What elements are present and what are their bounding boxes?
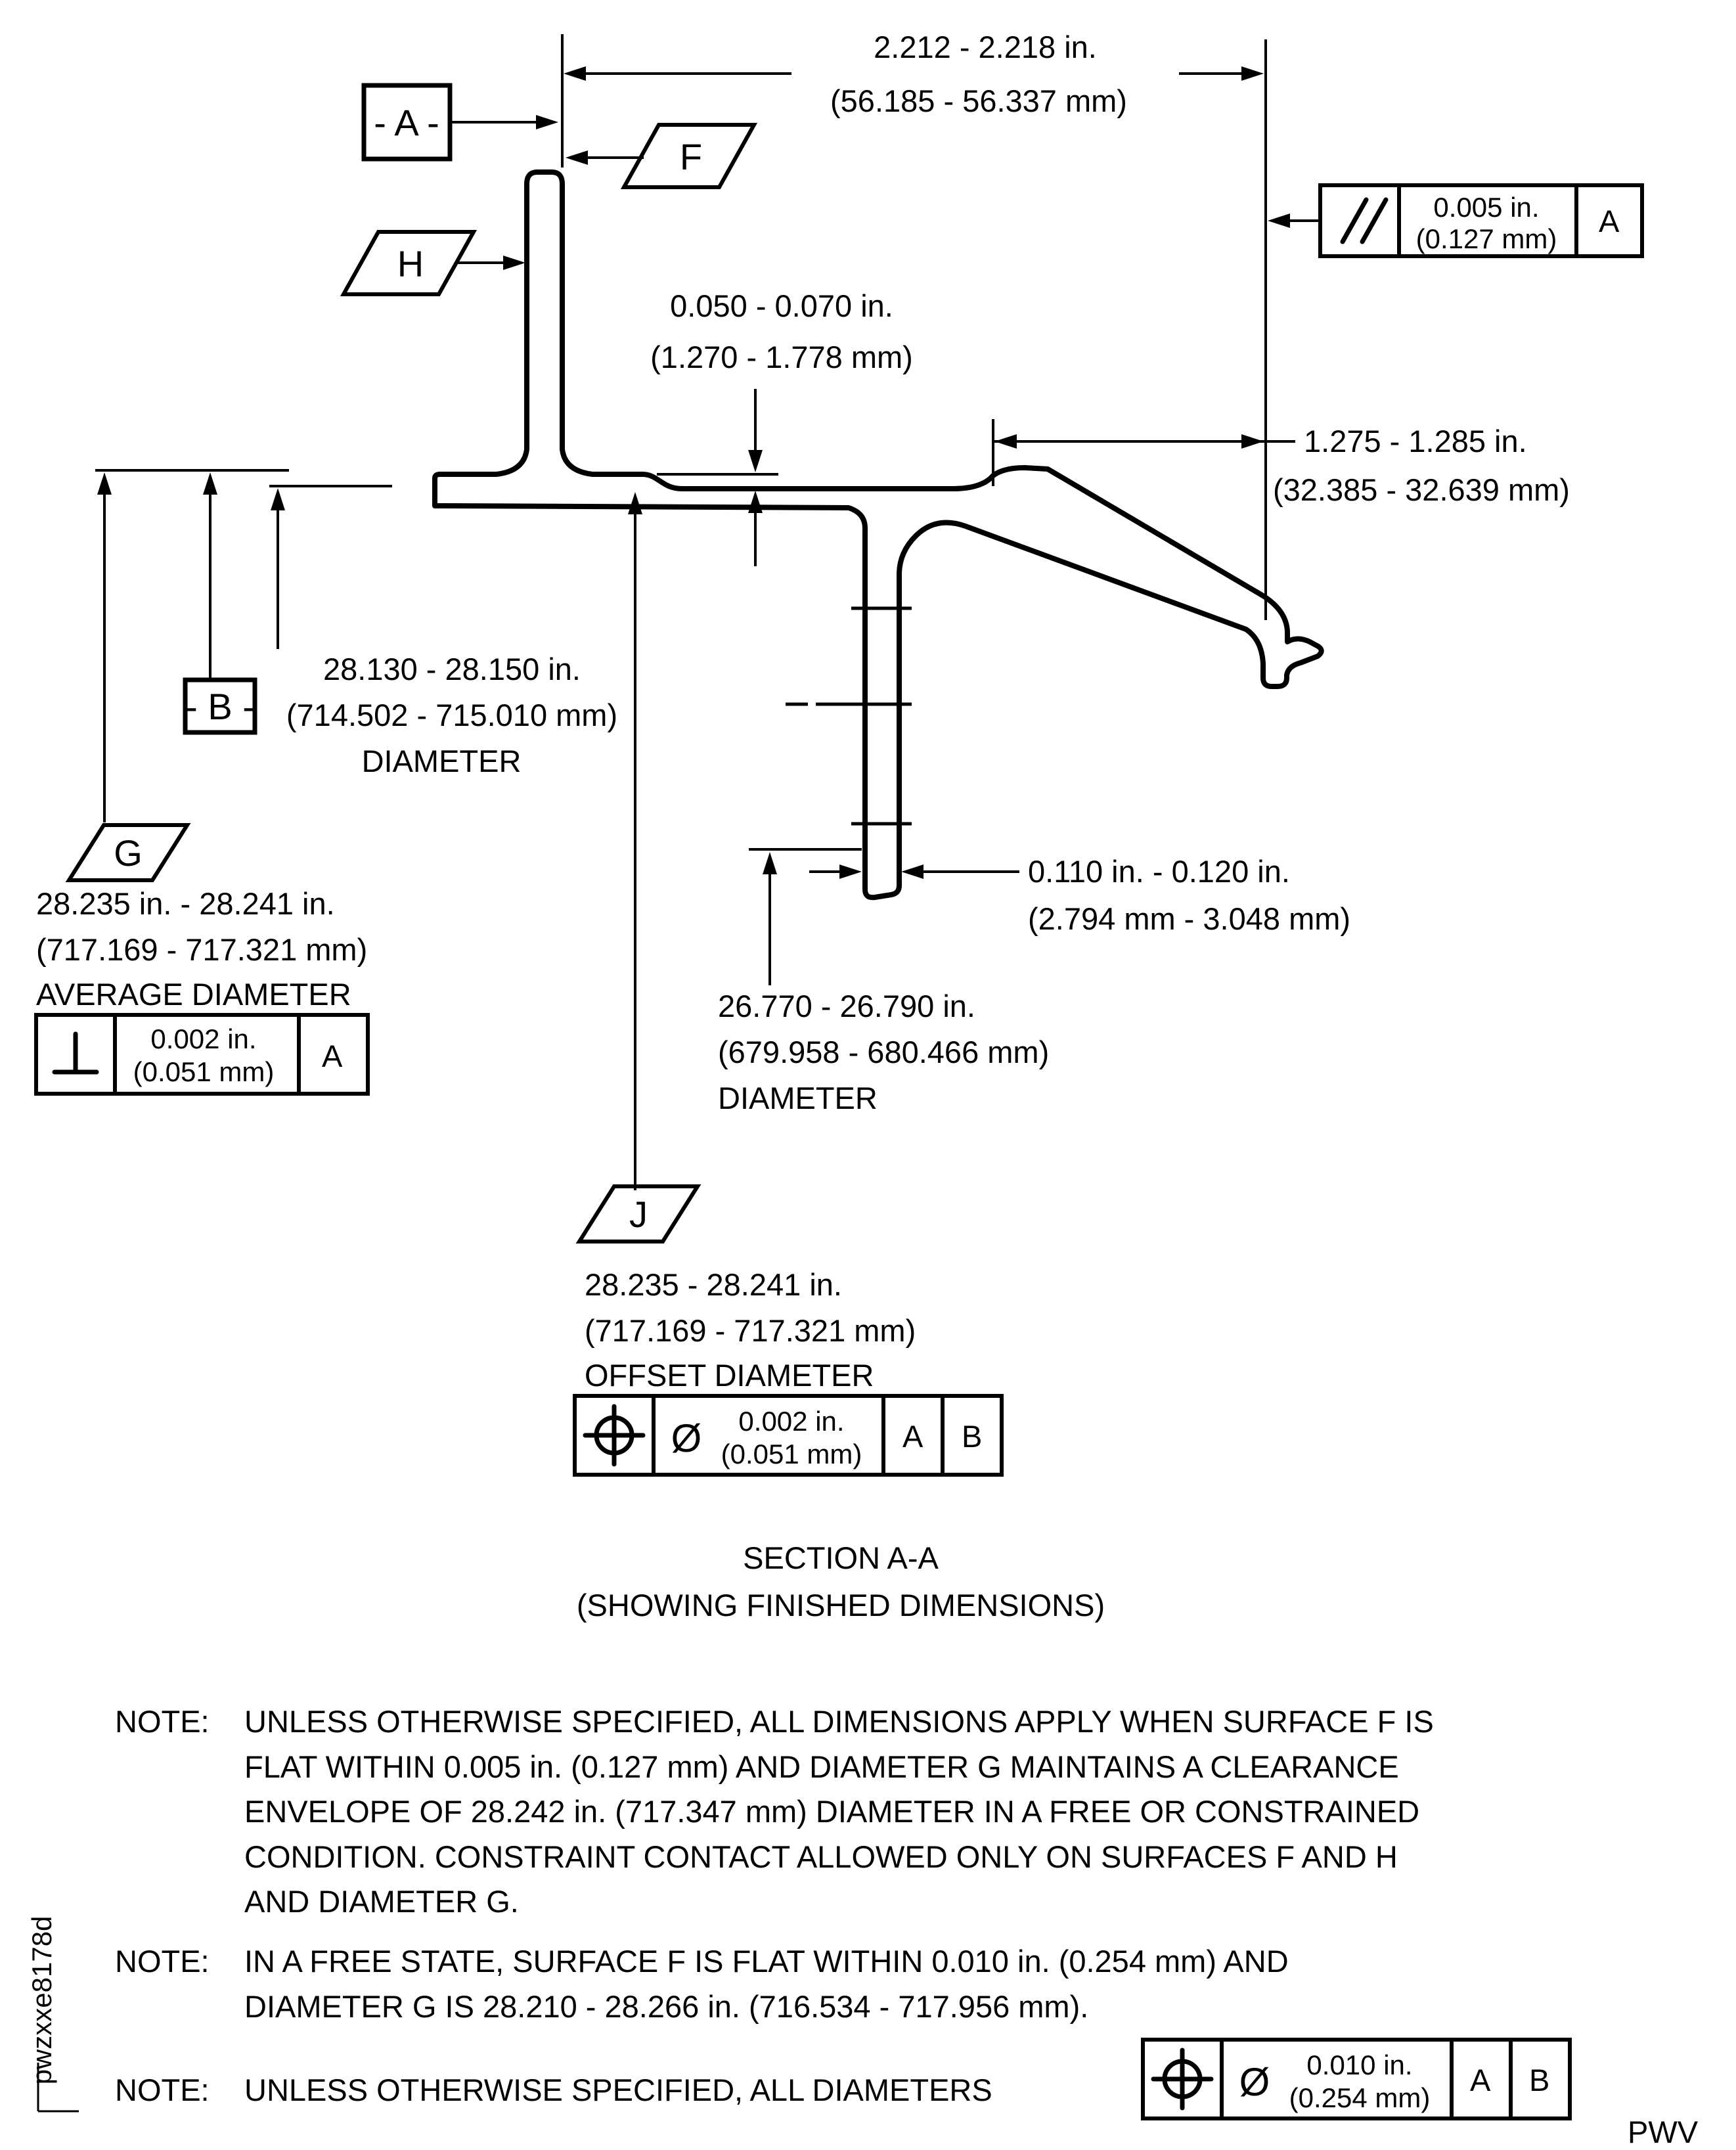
note1-line2: FLAT WITHIN 0.005 in. (0.127 mm) AND DIA… <box>244 1749 1399 1784</box>
surface-flag-h <box>340 230 478 296</box>
fcf-posj-value: 0.002 in. <box>738 1406 844 1437</box>
part-outline <box>432 169 1324 901</box>
arrowhead-top-right <box>1241 66 1264 81</box>
note1-line1: UNLESS OTHERWISE SPECIFIED, ALL DIMENSIO… <box>244 1704 1434 1739</box>
dim-wall-in: 0.110 in. - 0.120 in. <box>1028 854 1290 889</box>
fcf-parallel-datum: A <box>1599 204 1620 238</box>
arrowhead-datum-b <box>203 472 217 495</box>
arrowhead-step-up <box>748 491 763 513</box>
note2-line1: IN A FREE STATE, SURFACE F IS FLAT WITHI… <box>244 1944 1289 1979</box>
note3-label: NOTE: <box>115 2072 210 2107</box>
fcf-posj-mm: (0.051 mm) <box>721 1439 862 1469</box>
section-title: SECTION A-A <box>743 1540 939 1575</box>
dim-land-mm: (32.385 - 32.639 mm) <box>1273 472 1570 507</box>
dim-offset-label: OFFSET DIAMETER <box>585 1358 874 1393</box>
arrowhead-flag-h <box>503 256 525 270</box>
fcf-posn-datum2: B <box>1529 2063 1549 2097</box>
fcf-perp-mm: (0.051 mm) <box>133 1056 275 1087</box>
datum-b-label: - B - <box>185 686 255 727</box>
dim-avg-in: 28.235 in. - 28.241 in. <box>36 886 335 921</box>
datum-a-box <box>361 83 453 162</box>
position-icon <box>583 1404 646 1467</box>
note1-line3: ENVELOPE OF 28.242 in. (717.347 mm) DIAM… <box>244 1794 1419 1829</box>
dim-26770-label: DIAMETER <box>718 1081 878 1115</box>
fcf-parallel-value: 0.005 in. <box>1433 192 1539 223</box>
arrowhead-wall-left <box>839 864 862 879</box>
datum-b-box <box>183 677 257 735</box>
dim-avg-label: AVERAGE DIAMETER <box>36 977 351 1012</box>
surface-flag-g <box>65 823 191 882</box>
fcf-posn-mm: (0.254 mm) <box>1289 2082 1431 2113</box>
fcf-perp-value: 0.002 in. <box>150 1023 256 1054</box>
note2-label: NOTE: <box>115 1944 210 1979</box>
note2-line2: DIAMETER G IS 28.210 - 28.266 in. (716.5… <box>244 1989 1088 2024</box>
dim-top-mm: (56.185 - 56.337 mm) <box>830 83 1127 118</box>
arrowhead-land-right <box>1241 434 1264 449</box>
dim-26770-in: 26.770 - 26.790 in. <box>718 989 975 1023</box>
fcf-perp-datum: A <box>322 1039 343 1073</box>
fcf-posn-datum1: A <box>1470 2063 1491 2097</box>
fcf-posn-frame <box>1141 2038 1572 2120</box>
dim-26770-mm: (679.958 - 680.466 mm) <box>718 1035 1049 1069</box>
fcf-posj-datum1: A <box>902 1419 924 1454</box>
parallelism-icon <box>1340 197 1369 244</box>
arrowhead-flag-j <box>628 492 642 514</box>
arrowhead-land-left <box>994 434 1017 449</box>
surface-flag-h-label: H <box>397 243 424 284</box>
arrowhead-datum-a <box>536 115 558 129</box>
arrowhead-28130 <box>271 488 285 510</box>
surface-flag-j-label: J <box>629 1194 648 1235</box>
fcf-posj-datum2: B <box>962 1419 982 1454</box>
watermark-id: pwzxxe8178d <box>26 1916 57 2085</box>
dim-land-in: 1.275 - 1.285 in. <box>1304 424 1527 459</box>
arrowhead-top-left <box>564 66 586 81</box>
dim-step-in: 0.050 - 0.070 in. <box>670 288 893 323</box>
dim-28130-mm: (714.502 - 715.010 mm) <box>286 698 617 732</box>
footer-code: PWV <box>1628 2115 1699 2149</box>
parallelism-icon-2 <box>1360 197 1389 244</box>
arrowhead-flag-f <box>566 150 588 165</box>
arrowhead-step-down <box>748 450 763 472</box>
arrowhead-fcf-parallel <box>1268 213 1290 228</box>
note3-line1: UNLESS OTHERWISE SPECIFIED, ALL DIAMETER… <box>244 2072 992 2107</box>
fcf-parallel-mm: (0.127 mm) <box>1416 223 1557 254</box>
dim-step-mm: (1.270 - 1.778 mm) <box>650 340 913 374</box>
section-subtitle: (SHOWING FINISHED DIMENSIONS) <box>577 1588 1105 1623</box>
arrowhead-26770 <box>763 852 777 874</box>
fcf-parallel-frame <box>1318 183 1644 258</box>
dim-top-in: 2.212 - 2.218 in. <box>874 30 1097 64</box>
note1-line5: AND DIAMETER G. <box>244 1884 519 1919</box>
dim-offset-in: 28.235 - 28.241 in. <box>585 1267 842 1302</box>
fcf-posj-dia-icon: Ø <box>671 1416 702 1460</box>
surface-flag-f <box>620 123 758 189</box>
note1-label: NOTE: <box>115 1704 210 1739</box>
surface-flag-g-label: G <box>114 832 143 874</box>
dim-28130-label: DIAMETER <box>362 744 522 778</box>
datum-a-label: - A - <box>374 102 439 143</box>
dim-wall-mm: (2.794 mm - 3.048 mm) <box>1028 901 1350 936</box>
dim-offset-mm: (717.169 - 717.321 mm) <box>585 1313 916 1348</box>
fcf-posn-value: 0.010 in. <box>1306 2049 1412 2080</box>
arrowhead-flag-g <box>97 472 112 495</box>
position-icon-note <box>1151 2048 1214 2111</box>
fcf-perp-frame <box>34 1013 370 1096</box>
fcf-posj-frame <box>573 1394 1004 1477</box>
dim-28130-in: 28.130 - 28.150 in. <box>323 652 581 686</box>
surface-flag-j <box>575 1184 701 1243</box>
arrowhead-wall-right <box>901 864 924 879</box>
note1-line4: CONDITION. CONSTRAINT CONTACT ALLOWED ON… <box>244 1839 1398 1874</box>
surface-flag-f-label: F <box>680 136 702 177</box>
fcf-posn-dia-icon: Ø <box>1239 2060 1270 2104</box>
dim-avg-mm: (717.169 - 717.321 mm) <box>36 932 367 967</box>
